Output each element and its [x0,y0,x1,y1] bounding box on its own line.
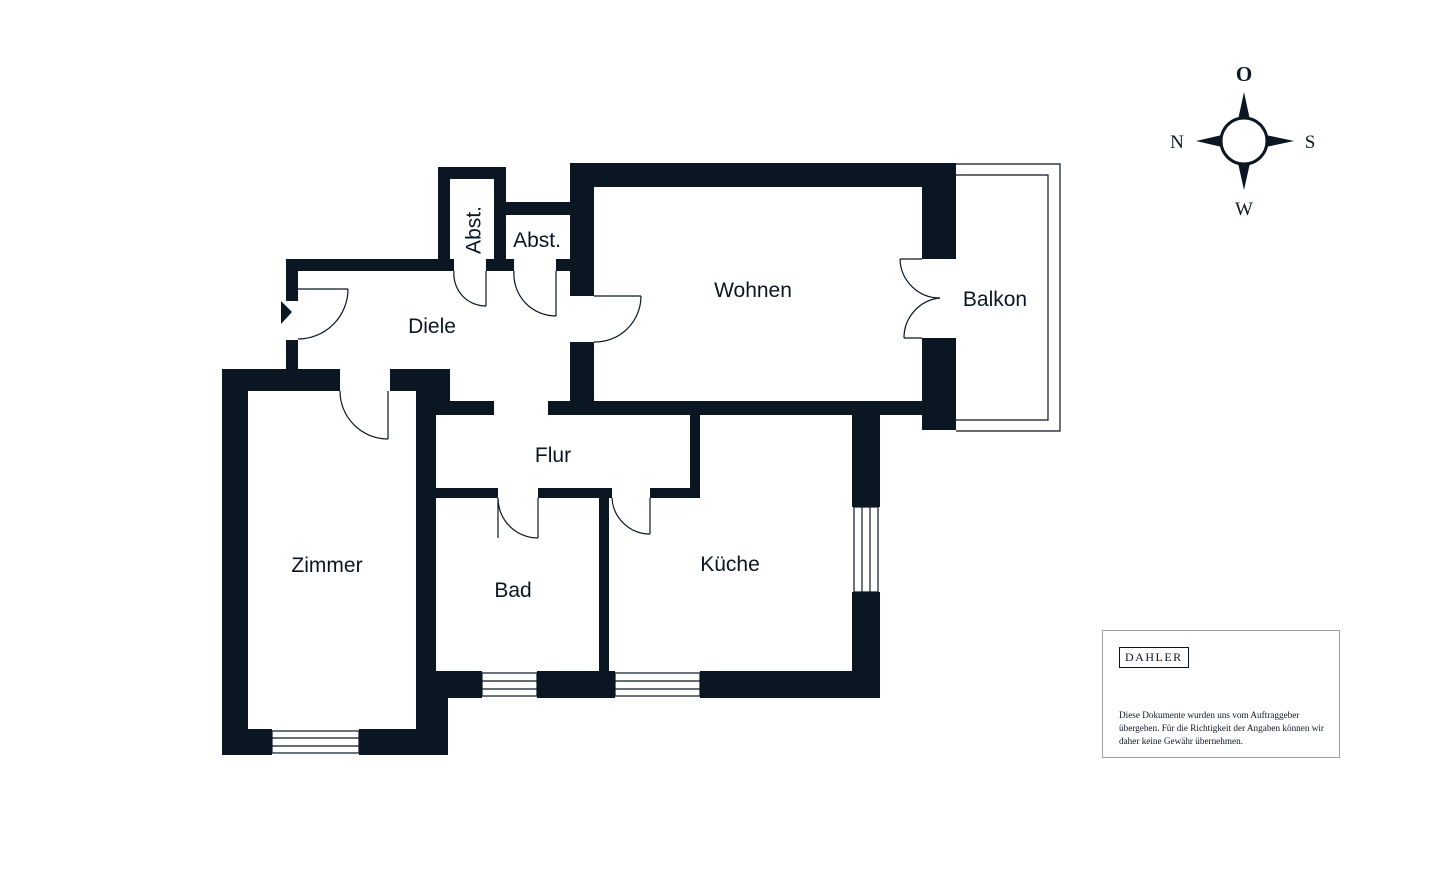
abst-2-door [513,270,557,317]
label-abst-1: Abst. [463,206,486,254]
wohnen-door [593,295,642,343]
abst-1-door [453,270,487,307]
compass-label-top: O [1236,62,1252,86]
compass-label-left: N [1170,132,1184,153]
doors [281,258,941,539]
disclaimer-text: Diese Dokumente wurden uns vom Auftragge… [1119,710,1324,746]
disclaimer-box: DAHLER Diese Dokumente wurden uns vom Au… [1102,630,1340,758]
entrance-door [281,288,349,340]
balkon-door [899,258,941,339]
windows [271,506,879,754]
label-bad: Bad [494,579,531,602]
brand-logo: DAHLER [1119,647,1189,668]
balcony-outline [956,163,1061,432]
compass-label-right: S [1305,132,1316,153]
compass: O N S W [1170,62,1315,220]
label-balkon: Balkon [963,288,1027,311]
label-kueche: Küche [700,553,760,576]
walls [222,163,956,755]
compass-label-bottom: W [1235,199,1253,220]
room-labels: Abst. Abst. Diele Wohnen Balkon Flur Zim… [291,206,1027,602]
bad-door [497,497,539,539]
compass-rose-icon [1196,92,1294,190]
label-flur: Flur [535,444,571,467]
label-wohnen: Wohnen [714,279,792,302]
label-diele: Diele [408,315,456,338]
kueche-door [611,497,651,535]
zimmer-door [339,390,389,440]
label-zimmer: Zimmer [291,554,362,577]
label-abst-2: Abst. [513,229,561,252]
